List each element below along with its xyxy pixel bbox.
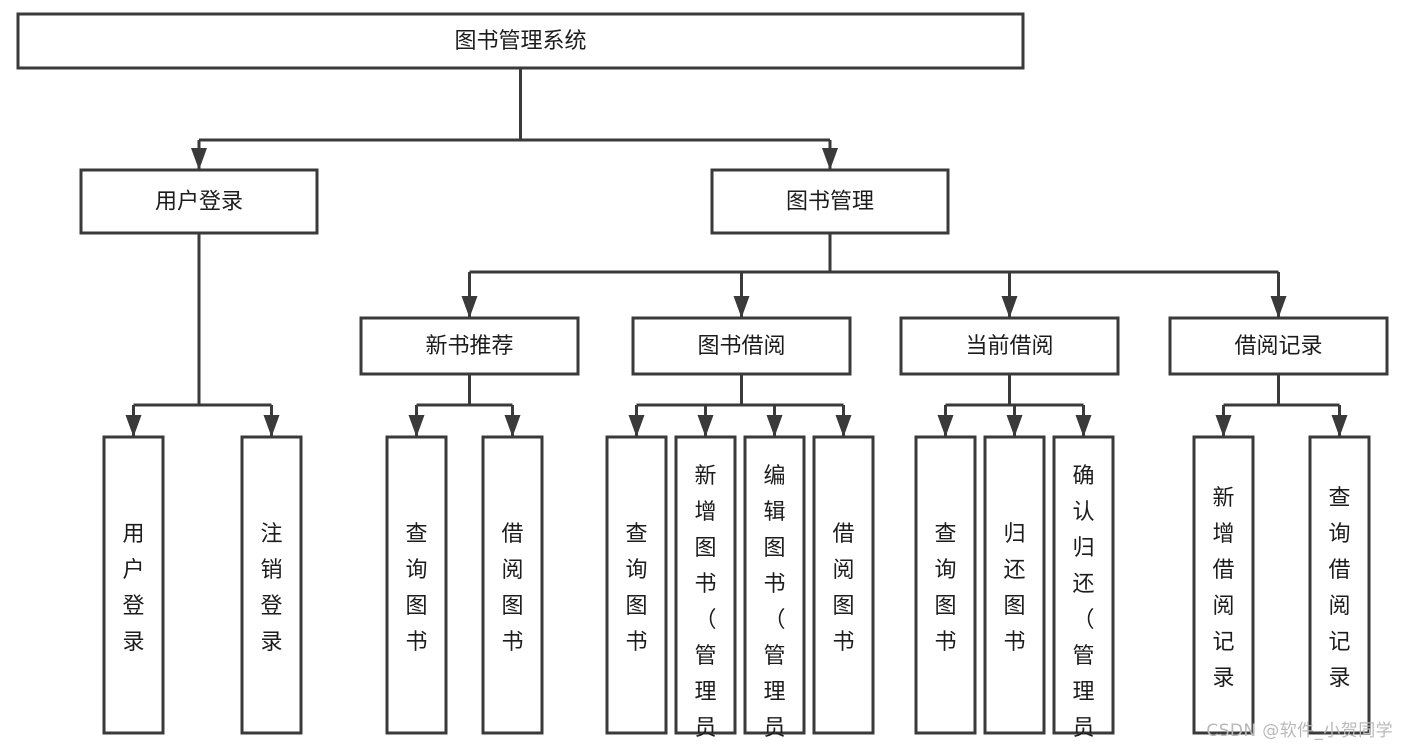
node-label: 用户登录 (155, 190, 243, 215)
node-box[interactable] (385, 435, 448, 735)
arrow-head-icon-leaf-3-0 (937, 415, 954, 437)
node-box[interactable] (1052, 435, 1115, 735)
node-level2-0[interactable]: 用户登录 (79, 168, 319, 235)
csdn-watermark: CSDN @软件_小贺同学 (1206, 721, 1393, 741)
node-label: 用户登录 (122, 522, 144, 655)
node-leaf-1[interactable]: 注销登录 (240, 435, 303, 735)
node-box[interactable] (1168, 316, 1389, 376)
arrow-head-icon-mgmt-1 (733, 296, 750, 318)
node-box[interactable] (481, 435, 544, 735)
node-label: 查询图书 (625, 522, 647, 655)
arrow-head-icon-mgmt-3 (1270, 296, 1287, 318)
node-box[interactable] (743, 435, 806, 735)
node-box[interactable] (359, 316, 580, 376)
node-level3-3[interactable]: 借阅记录 (1168, 316, 1389, 376)
node-leaf-7[interactable]: 借阅图书 (812, 435, 875, 735)
arrow-head-icon-leaf-2-2 (766, 415, 783, 437)
node-label: 查询图书 (934, 522, 956, 655)
node-level3-2[interactable]: 当前借阅 (899, 316, 1120, 376)
arrow-head-icon-leaf-1-1 (504, 415, 521, 437)
node-leaf-2[interactable]: 查询图书 (385, 435, 448, 735)
node-box[interactable] (983, 435, 1046, 735)
node-leaf-8[interactable]: 查询图书 (914, 435, 977, 735)
node-leaf-6[interactable]: 编辑图书（管理员） (743, 435, 806, 747)
node-root[interactable]: 图书管理系统 (16, 12, 1025, 70)
node-box[interactable] (899, 316, 1120, 376)
node-leaf-9[interactable]: 归还图书 (983, 435, 1046, 735)
node-leaf-4[interactable]: 查询图书 (605, 435, 668, 735)
node-label: 借阅图书 (501, 522, 523, 655)
node-box[interactable] (79, 168, 319, 235)
node-leaf-11[interactable]: 新增借阅记录 (1192, 435, 1255, 735)
node-level3-0[interactable]: 新书推荐 (359, 316, 580, 376)
node-label: 新增图书（管理员） (694, 464, 716, 747)
arrow-head-icon-leaf-4-1 (1331, 415, 1348, 437)
node-label: 图书管理系统 (454, 29, 586, 54)
node-label: 编辑图书（管理员） (763, 464, 785, 747)
arrow-head-icon-root-1 (822, 148, 838, 170)
node-label: 查询图书 (405, 522, 427, 655)
node-leaf-0[interactable]: 用户登录 (102, 435, 165, 735)
node-label: 查询借阅记录 (1328, 486, 1350, 691)
node-box[interactable] (674, 435, 737, 735)
arrow-head-icon-leaf-1-0 (408, 415, 425, 437)
node-leaf-5[interactable]: 新增图书（管理员） (674, 435, 737, 747)
arrow-head-icon-mgmt-2 (1001, 296, 1018, 318)
node-layer: 图书管理系统用户登录图书管理新书推荐图书借阅当前借阅借阅记录用户登录注销登录查询… (16, 12, 1389, 747)
node-label: 图书管理 (786, 190, 874, 215)
node-box[interactable] (710, 168, 950, 235)
node-box[interactable] (102, 435, 165, 735)
node-box[interactable] (1308, 435, 1371, 735)
node-label: 确认归还（管理员） (1072, 464, 1094, 747)
arrow-head-icon-mgmt-0 (461, 296, 478, 318)
node-level2-1[interactable]: 图书管理 (710, 168, 950, 235)
node-label: 借阅记录 (1234, 334, 1322, 359)
arrow-head-icon-leaf-2-1 (697, 415, 714, 437)
node-leaf-10[interactable]: 确认归还（管理员） (1052, 435, 1115, 747)
node-leaf-12[interactable]: 查询借阅记录 (1308, 435, 1371, 735)
arrow-head-icon-leaf-2-0 (628, 415, 645, 437)
arrow-head-icon-leaf-0-0 (125, 415, 142, 437)
node-box[interactable] (16, 12, 1025, 70)
node-box[interactable] (605, 435, 668, 735)
node-label: 归还图书 (1003, 522, 1025, 655)
arrow-head-icon-leaf-3-1 (1006, 415, 1023, 437)
node-box[interactable] (1192, 435, 1255, 735)
node-leaf-3[interactable]: 借阅图书 (481, 435, 544, 735)
node-box[interactable] (631, 316, 852, 376)
node-level3-1[interactable]: 图书借阅 (631, 316, 852, 376)
node-box[interactable] (240, 435, 303, 735)
node-label: 当前借阅 (965, 334, 1053, 359)
arrow-head-icon-leaf-3-2 (1075, 415, 1092, 437)
node-label: 新书推荐 (425, 334, 513, 359)
connector-layer (125, 68, 1348, 437)
arrow-head-icon-leaf-0-1 (263, 415, 280, 437)
node-box[interactable] (812, 435, 875, 735)
node-box[interactable] (914, 435, 977, 735)
node-label: 借阅图书 (832, 522, 854, 655)
arrow-head-icon-leaf-4-0 (1215, 415, 1232, 437)
arrow-head-icon-leaf-2-3 (835, 415, 852, 437)
node-label: 图书借阅 (697, 334, 785, 359)
node-label: 新增借阅记录 (1212, 486, 1234, 691)
node-label: 注销登录 (260, 522, 282, 655)
arrow-head-icon-root-0 (191, 148, 207, 170)
